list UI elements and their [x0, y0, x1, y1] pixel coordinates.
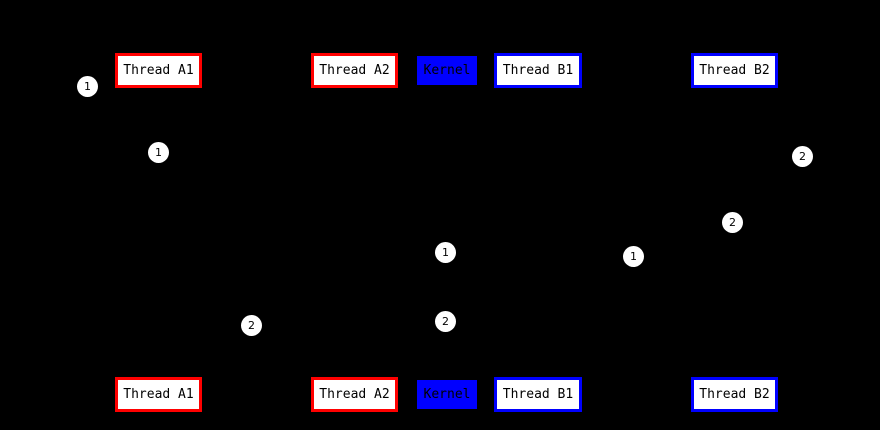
- participant-label: Thread A1: [123, 63, 194, 78]
- participant-label: Thread B1: [502, 63, 574, 78]
- step-badge: 1: [148, 142, 169, 163]
- message-arrowhead-1: [438, 116, 446, 124]
- participant-label: Thread A2: [319, 387, 390, 402]
- step-badge-number: 1: [84, 80, 91, 93]
- step-badge-number: 1: [442, 246, 449, 259]
- participant-footer-thread-b2[interactable]: Thread B2: [691, 377, 778, 412]
- step-badge-number: 2: [442, 315, 449, 328]
- step-badge: 2: [722, 212, 743, 233]
- lifeline-thread-b1: [537, 88, 538, 377]
- step-badge: 1: [435, 242, 456, 263]
- step-badge-number: 2: [799, 150, 806, 163]
- message-arrowhead-2: [726, 186, 734, 194]
- participant-label: Thread A2: [319, 63, 390, 78]
- participant-header-thread-a1[interactable]: Thread A1: [115, 53, 202, 88]
- lifeline-thread-a2: [354, 88, 355, 377]
- step-badge: 1: [623, 246, 644, 267]
- participant-footer-kernel[interactable]: Kernel: [417, 380, 477, 409]
- participant-label: Thread B2: [699, 387, 770, 402]
- participant-footer-thread-b1[interactable]: Thread B1: [494, 377, 582, 412]
- participant-header-thread-b2[interactable]: Thread B2: [691, 53, 778, 88]
- participant-label: Thread B2: [699, 63, 770, 78]
- step-badge-number: 1: [155, 146, 162, 159]
- participant-label: Thread B1: [502, 387, 574, 402]
- step-badge: 2: [792, 146, 813, 167]
- step-badge-number: 2: [729, 216, 736, 229]
- step-badge: 1: [77, 76, 98, 97]
- step-badge: 2: [435, 311, 456, 332]
- lifeline-thread-a1: [158, 88, 159, 377]
- participant-header-thread-b1[interactable]: Thread B1: [494, 53, 582, 88]
- step-badge-number: 2: [248, 319, 255, 332]
- participant-label: Kernel: [423, 63, 471, 78]
- message-arrowhead-4: [354, 352, 362, 360]
- step-badge-number: 1: [630, 250, 637, 263]
- message-arrowhead-3: [446, 284, 454, 292]
- participant-label: Thread A1: [123, 387, 194, 402]
- participant-header-thread-a2[interactable]: Thread A2: [311, 53, 398, 88]
- participant-header-kernel[interactable]: Kernel: [417, 56, 477, 85]
- lifeline-kernel: [446, 85, 447, 380]
- participant-footer-thread-a1[interactable]: Thread A1: [115, 377, 202, 412]
- participant-footer-thread-a2[interactable]: Thread A2: [311, 377, 398, 412]
- message-arrow-1: [158, 120, 446, 121]
- participant-label: Kernel: [423, 387, 471, 402]
- step-badge: 2: [241, 315, 262, 336]
- message-arrow-4: [354, 356, 446, 357]
- message-arrow-2: [446, 190, 734, 191]
- message-arrow-3: [446, 288, 537, 289]
